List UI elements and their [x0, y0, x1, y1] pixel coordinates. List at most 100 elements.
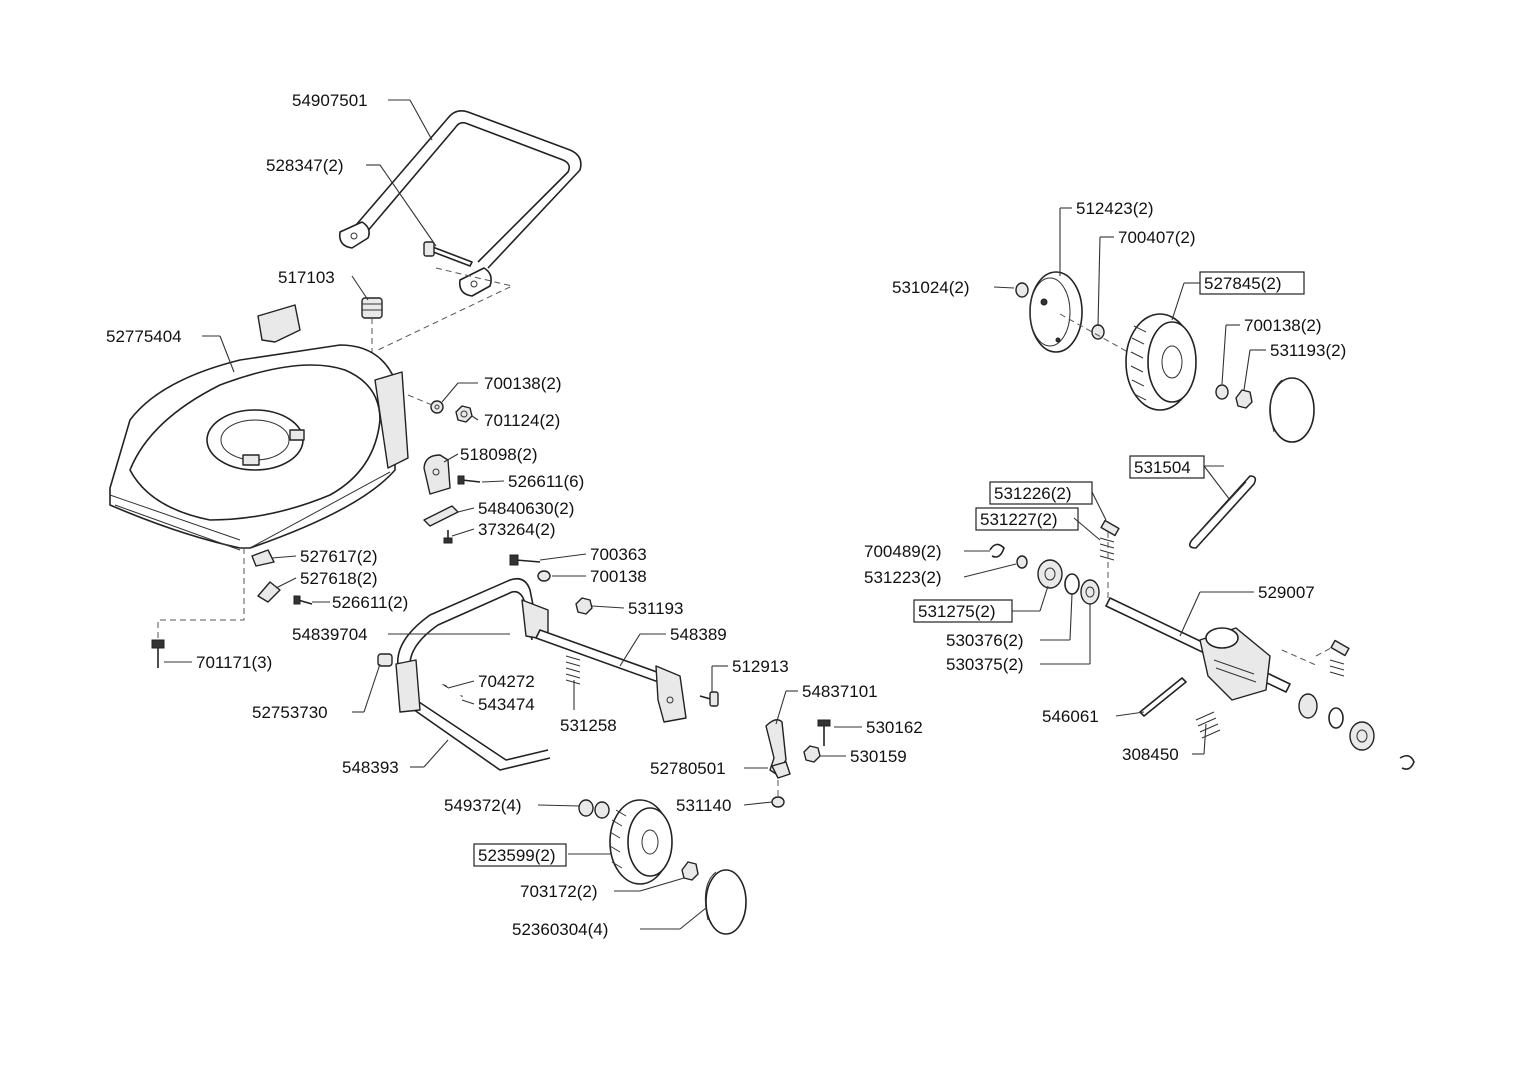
- rear-wheel-part: [1125, 313, 1197, 411]
- wheel-disc-part: [1029, 271, 1083, 353]
- label-700407: 700407(2): [1118, 228, 1196, 247]
- plate-part: [423, 505, 459, 527]
- label-701171: 701171(3): [196, 653, 272, 672]
- pin-546061-part: [1139, 677, 1187, 717]
- rear-axle-part: [535, 629, 687, 723]
- label-703172: 703172(2): [520, 882, 598, 901]
- label-700138: 700138: [590, 567, 647, 586]
- label-box-531227: [975, 507, 1079, 531]
- gear-right-part: [1349, 721, 1375, 751]
- gearbox-axle-part: [1105, 597, 1291, 701]
- label-531227: 531227(2): [980, 510, 1058, 529]
- clip-part: [251, 549, 275, 567]
- mower-deck-part: [109, 304, 409, 551]
- label-531226: 531226(2): [994, 484, 1072, 503]
- bolt-512913-part: [699, 691, 719, 707]
- label-54839704: 54839704: [292, 625, 368, 644]
- front-wheel-part: [609, 799, 673, 885]
- screw-part: [457, 475, 481, 485]
- height-lever-part: [765, 719, 787, 775]
- label-704272: 704272: [478, 672, 535, 691]
- handle-bolt-part: [423, 241, 473, 267]
- label-517103: 517103: [278, 268, 335, 287]
- label-548389: 548389: [670, 625, 727, 644]
- bracket-part: [423, 454, 451, 495]
- washer-part: [430, 400, 444, 414]
- knob-part: [361, 297, 383, 319]
- label-700138-2a: 700138(2): [484, 374, 562, 393]
- bolt-700363-part: [509, 554, 541, 566]
- label-308450: 308450: [1122, 745, 1179, 764]
- label-518098: 518098(2): [460, 445, 538, 464]
- label-701124: 701124(2): [484, 411, 560, 430]
- label-52775404: 52775404: [106, 327, 182, 346]
- ring-right-part: [1328, 707, 1344, 729]
- bolt-part: [151, 639, 165, 668]
- label-531258: 531258: [560, 716, 617, 735]
- bushing-part: [377, 653, 393, 667]
- label-531275: 531275(2): [918, 602, 996, 621]
- label-700363: 700363: [590, 545, 647, 564]
- spring-531258-part: [565, 655, 581, 685]
- label-531140: 531140: [676, 796, 731, 815]
- lower-handle-part: [397, 577, 549, 669]
- label-54837101: 54837101: [802, 682, 878, 701]
- screw-b-part: [293, 595, 313, 605]
- label-box-527845: [1199, 271, 1305, 295]
- clip-right-part: [1399, 754, 1415, 770]
- label-531193a: 531193: [628, 599, 683, 618]
- spring-531227-part: [1099, 537, 1115, 561]
- label-512423: 512423(2): [1076, 199, 1154, 218]
- nut-531193b-part: [1235, 389, 1253, 409]
- label-box-531275: [913, 599, 1013, 623]
- latch-52780501-part: [771, 761, 791, 779]
- label-box-523599: [473, 843, 567, 867]
- label-529007: 529007: [1258, 583, 1315, 602]
- front-axle-part: [395, 659, 551, 771]
- drive-belt-part: [1188, 475, 1257, 549]
- nut-part: [455, 405, 473, 423]
- clip-700489-part: [989, 543, 1005, 558]
- washer-700407-part: [1091, 324, 1105, 340]
- key-right-part: [1330, 639, 1350, 657]
- label-531024: 531024(2): [892, 278, 970, 297]
- label-530162: 530162: [866, 718, 923, 737]
- bearing-530375-part: [1080, 579, 1100, 605]
- label-373264: 373264(2): [478, 520, 556, 539]
- upper-handle-part: [338, 110, 582, 297]
- spring-right-part: [1329, 659, 1345, 677]
- screw-small-part: [443, 530, 453, 544]
- label-512913: 512913: [732, 657, 789, 676]
- washer-531223-part: [1016, 555, 1028, 569]
- label-531504: 531504: [1134, 458, 1191, 477]
- clip-b-part: [257, 581, 281, 603]
- hubcap-52360304-part: [704, 869, 747, 935]
- nut-530159-part: [803, 745, 821, 763]
- gear-531275-part: [1037, 559, 1063, 589]
- leader-lines: [164, 99, 1266, 930]
- key-531226-part: [1100, 519, 1120, 537]
- label-528347: 528347(2): [266, 156, 344, 175]
- label-523599: 523599(2): [478, 846, 556, 865]
- nut-531193-part: [575, 597, 593, 615]
- label-543474: 543474: [478, 695, 535, 714]
- ring-530376-part: [1064, 573, 1080, 595]
- label-546061: 546061: [1042, 707, 1099, 726]
- nut-703172-part: [681, 861, 699, 881]
- hubcap-rear-part: [1269, 377, 1315, 443]
- label-52753730: 52753730: [252, 703, 328, 722]
- label-530159: 530159: [850, 747, 907, 766]
- label-527617: 527617(2): [300, 547, 378, 566]
- label-530376: 530376(2): [946, 631, 1024, 650]
- label-box-531226: [989, 481, 1093, 505]
- label-526611-2: 526611(2): [332, 593, 408, 612]
- label-526611-6: 526611(6): [508, 472, 584, 491]
- label-52780501: 52780501: [650, 759, 726, 778]
- washer-700138b-part: [1215, 384, 1229, 400]
- label-549372: 549372(4): [444, 796, 522, 815]
- label-52360304: 52360304(4): [512, 920, 608, 939]
- label-530375: 530375(2): [946, 655, 1024, 674]
- washer-700138-part: [537, 570, 551, 582]
- label-531223: 531223(2): [864, 568, 942, 587]
